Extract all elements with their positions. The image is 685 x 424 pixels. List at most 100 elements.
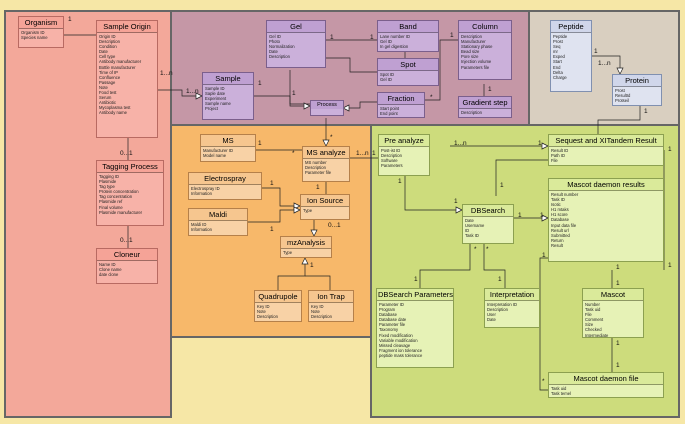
peptide-field: Delta	[553, 69, 563, 75]
multiplicity-label: 1	[68, 16, 72, 23]
sample-origin-field: Antibiotic	[99, 100, 116, 106]
maldi-field: Information	[191, 227, 212, 233]
maldi-field: Maldi ID	[191, 222, 207, 227]
multiplicity-label: 1	[398, 178, 402, 185]
sample-origin-field: Condition	[99, 44, 117, 50]
mascot-results-title: Mascot daemon results	[549, 179, 663, 191]
gradient-step-class: Gradient step Description	[458, 96, 512, 118]
dbsearch-parameters-field: Database	[379, 312, 397, 318]
peptide-field: Peptide	[553, 34, 568, 39]
dbsearch-title: DBSearch	[463, 205, 513, 217]
sample-origin-field: Food test	[99, 90, 117, 96]
multiplicity-label: *	[486, 246, 489, 253]
cloneur-field: date clone	[99, 272, 119, 278]
mascot-field: Intermediate	[585, 332, 609, 338]
ion-trap-class: Ion Trap Key ID Note Description	[308, 290, 354, 322]
sample-origin-field: Mycoplasma test	[99, 105, 131, 111]
column-field: Manufacturer	[461, 39, 486, 45]
mascot-field: Number	[585, 302, 600, 307]
mascot-field: Checked	[585, 327, 602, 333]
protein-field: Prost	[615, 88, 625, 93]
sample-origin-field: Description	[99, 39, 120, 45]
process-class: Process	[310, 100, 344, 116]
multiplicity-label: 0...1	[120, 150, 133, 157]
mascot-daemon-file-title: Mascot daemon file	[549, 373, 663, 385]
mascot-results-field: Submitted	[551, 232, 570, 238]
fraction-field: Start point	[380, 106, 400, 111]
tagging-process-field: Tag type	[99, 184, 115, 190]
mascot-results-field: Result url	[551, 227, 569, 233]
tagging-process-title: Tagging Process	[97, 161, 163, 173]
protein-title: Protein	[613, 75, 661, 87]
dbsearch-parameters-title: DBSearch Parameters	[377, 289, 454, 301]
ms-analyze-class: MS analyze MS number Description Paramet…	[302, 146, 350, 182]
multiplicity-label: 1	[488, 86, 492, 93]
multiplicity-label: 1...n	[356, 150, 369, 157]
mascot-field: File	[585, 312, 592, 318]
mascot-results-field: Input data file	[551, 222, 577, 228]
ion-trap-field: Description	[311, 314, 332, 320]
quadrupole-field: Description	[257, 314, 278, 320]
sample-origin-field: Cell type	[99, 54, 116, 60]
multiplicity-label: 1	[542, 252, 546, 259]
protein-class: Protein Prost ResultId Protseil	[612, 74, 662, 106]
sample-origin-field: Date	[99, 49, 108, 55]
sample-field: Sample ID	[205, 86, 225, 91]
ms-title: MS	[201, 135, 255, 147]
mascot-field: Size	[585, 322, 594, 328]
dbsearch-parameters-field: Variable modification	[379, 337, 418, 343]
tagging-process-field: Protein concentration	[99, 189, 139, 195]
spot-field: Spot ID	[380, 72, 394, 77]
mascot-results-field: H1 score	[551, 212, 568, 218]
dbsearch-parameters-field: peptide mass tolerance	[379, 352, 423, 358]
sample-field: Experiment	[205, 96, 227, 102]
maldi-title: Maldi	[189, 209, 247, 221]
multiplicity-label: 1	[616, 280, 620, 287]
ion-source-field: Type	[303, 208, 313, 213]
sample-origin-field: Origin ID	[99, 34, 116, 39]
mascot-results-field: Result	[551, 242, 563, 248]
multiplicity-label: *	[542, 378, 545, 385]
column-field: Pore size	[461, 54, 479, 60]
electrospray-class: Electrospray Electrospray ID Information	[188, 172, 262, 200]
sample-field: Sample name	[205, 101, 231, 107]
ion-source-title: Ion Source	[301, 195, 349, 207]
multiplicity-label: 1	[616, 340, 620, 347]
multiplicity-label: 1	[454, 198, 458, 205]
multiplicity-label: *	[330, 134, 333, 141]
dbsearch-parameters-field: Database date	[379, 317, 407, 323]
dbsearch-parameters-field: Program	[379, 307, 396, 313]
multiplicity-label: 1	[644, 108, 648, 115]
mzanalysis-title: mzAnalysis	[281, 237, 331, 249]
cloneur-class: Cloneur Name ID Clone name date clone	[96, 248, 158, 284]
peptide-field: Start	[553, 59, 562, 65]
multiplicity-label: 1	[414, 276, 418, 283]
ms-field: Manufacturer ID	[203, 148, 234, 153]
peptide-field: Prost	[553, 39, 563, 45]
dbsearch-parameters-field: Fragment ion tolerance	[379, 347, 423, 353]
dbsearch-parameters-class: DBSearch Parameters Parameter ID Program…	[376, 288, 454, 368]
mascot-results-field: Database	[551, 217, 569, 223]
pre-analyze-field: Parameters	[381, 163, 403, 169]
gradient-step-title: Gradient step	[459, 97, 511, 109]
pre-analyze-title: Pre analyze	[379, 135, 429, 147]
multiplicity-label: 1	[616, 362, 620, 369]
multiplicity-label: 1...n	[160, 70, 173, 77]
multiplicity-label: 1	[538, 140, 542, 147]
column-field: Injection volume	[461, 59, 492, 65]
column-title: Column	[459, 21, 511, 33]
multiplicity-label: 1	[500, 182, 504, 189]
mascot-daemon-file-class: Mascot daemon file Task uid Task temel	[548, 372, 664, 398]
multiplicity-label: 1	[270, 226, 274, 233]
peptide-field: Charge	[553, 74, 567, 80]
ms-analyze-field: MS number	[305, 160, 327, 165]
multiplicity-label: 1	[270, 180, 274, 187]
sample-origin-field: Antibody name	[99, 110, 127, 116]
sample-origin-field: Antibody manufacturer	[99, 59, 142, 65]
tagging-process-field: Plasmide manufacturer	[99, 209, 143, 215]
multiplicity-label: 1...n	[186, 88, 199, 95]
quadrupole-field: Note	[257, 309, 266, 315]
dbsearch-field: ID	[465, 228, 470, 234]
pre-analyze-field: Post-ist ID	[381, 148, 401, 153]
multiplicity-label: 1	[498, 276, 502, 283]
